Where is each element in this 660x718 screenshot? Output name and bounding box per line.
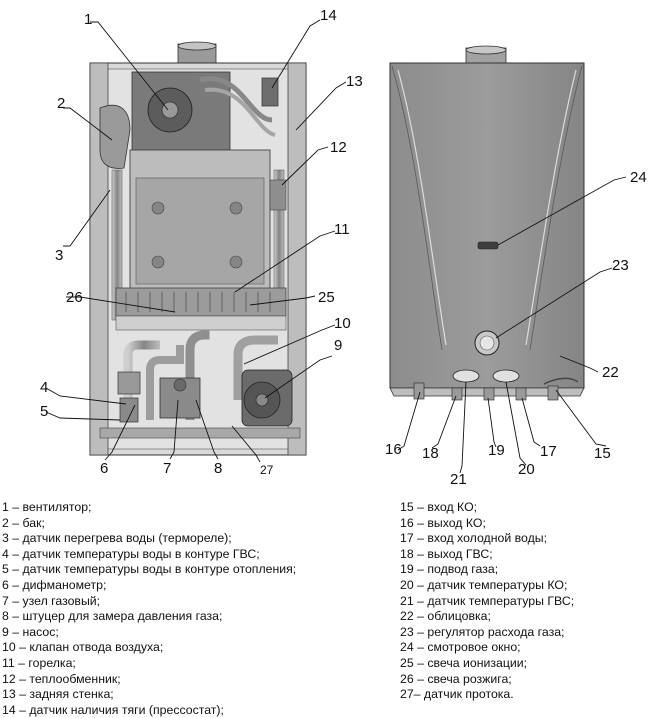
legend-item: 18 – выход ГВС; <box>400 546 493 561</box>
legend-item: 13 – задняя стенка; <box>2 687 114 702</box>
legend-item: 26 – свеча розжига; <box>400 671 512 686</box>
callout-13: 13 <box>346 73 363 90</box>
legend-item: 16 – выход КО; <box>400 515 486 530</box>
callout-26: 26 <box>66 289 83 306</box>
callout-19: 19 <box>488 442 505 459</box>
callout-24: 24 <box>630 169 647 186</box>
legend-left-column: 1 – вентилятор; 2 – бак; 3 – датчик пере… <box>2 500 296 718</box>
legend-item: 3 – датчик перегрева воды (термореле); <box>2 531 232 546</box>
legend-item: 14 – датчик наличия тяги (прессостат); <box>2 702 224 717</box>
legend-item: 6 – дифманометр; <box>2 577 107 592</box>
callout-3: 3 <box>55 247 63 264</box>
legend-item: 17 – вход холодной воды; <box>400 531 547 546</box>
legend-item: 10 – клапан отвода воздуха; <box>2 640 164 655</box>
callout-25: 25 <box>318 289 335 306</box>
callout-5: 5 <box>40 403 48 420</box>
callout-23: 23 <box>612 257 629 274</box>
callout-10: 10 <box>334 315 351 332</box>
legend-item: 9 – насос; <box>2 624 59 639</box>
callout-20: 20 <box>518 461 535 478</box>
legend-item: 4 – датчик температуры воды в контуре ГВ… <box>2 546 260 561</box>
legend-item: 12 – теплообменник; <box>2 671 121 686</box>
callout-27: 27 <box>260 463 274 477</box>
legend-item: 22 – облицовка; <box>400 609 491 624</box>
legend-item: 7 – узел газовый; <box>2 593 101 608</box>
legend-item: 5 – датчик температуры воды в контуре от… <box>2 562 297 577</box>
callout-11: 11 <box>334 221 350 238</box>
legend-item: 21 – датчик температуры ГВС; <box>400 593 575 608</box>
callout-9: 9 <box>334 337 342 354</box>
legend-item: 24 – смотровое окно; <box>400 640 521 655</box>
callout-8: 8 <box>214 460 222 477</box>
callout-21: 21 <box>450 471 467 488</box>
callout-17: 17 <box>540 443 557 460</box>
boiler-casing-view <box>389 45 585 401</box>
legend-right-column: 15 – вход КО; 16 – выход КО; 17 – вход х… <box>400 500 574 703</box>
legend-item: 27– датчик протока. <box>400 687 514 702</box>
legend-item: 19 – подвод газа; <box>400 562 499 577</box>
callout-labels: 1 2 3 4 5 6 7 8 9 10 11 12 13 14 25 26 2… <box>40 7 647 488</box>
legend-item: 25 – свеча ионизации; <box>400 655 528 670</box>
legend-item: 11 – горелка; <box>2 655 76 670</box>
callout-16: 16 <box>385 441 402 458</box>
callout-18: 18 <box>422 445 439 462</box>
callout-15: 15 <box>594 445 611 462</box>
legend-item: 20 – датчик температуры КО; <box>400 577 568 592</box>
callout-4: 4 <box>40 379 48 396</box>
legend-item: 15 – вход КО; <box>400 500 478 514</box>
boiler-internal-view <box>89 41 307 456</box>
legend-item: 2 – бак; <box>2 515 45 530</box>
callout-7: 7 <box>163 460 171 477</box>
callout-14: 14 <box>320 7 337 24</box>
legend-item: 1 – вентилятор; <box>2 500 92 514</box>
leader-lines <box>45 19 627 474</box>
legend-item: 8 – штуцер для замера давления газа; <box>2 609 223 624</box>
callout-1: 1 <box>84 11 92 28</box>
boiler-diagram: 1 2 3 4 5 6 7 8 9 10 11 12 13 14 25 26 2… <box>40 7 647 488</box>
callout-2: 2 <box>57 95 65 112</box>
callout-22: 22 <box>602 364 619 381</box>
callout-6: 6 <box>100 460 108 477</box>
legend-item: 23 – регулятор расхода газа; <box>400 624 565 639</box>
callout-12: 12 <box>330 139 347 156</box>
